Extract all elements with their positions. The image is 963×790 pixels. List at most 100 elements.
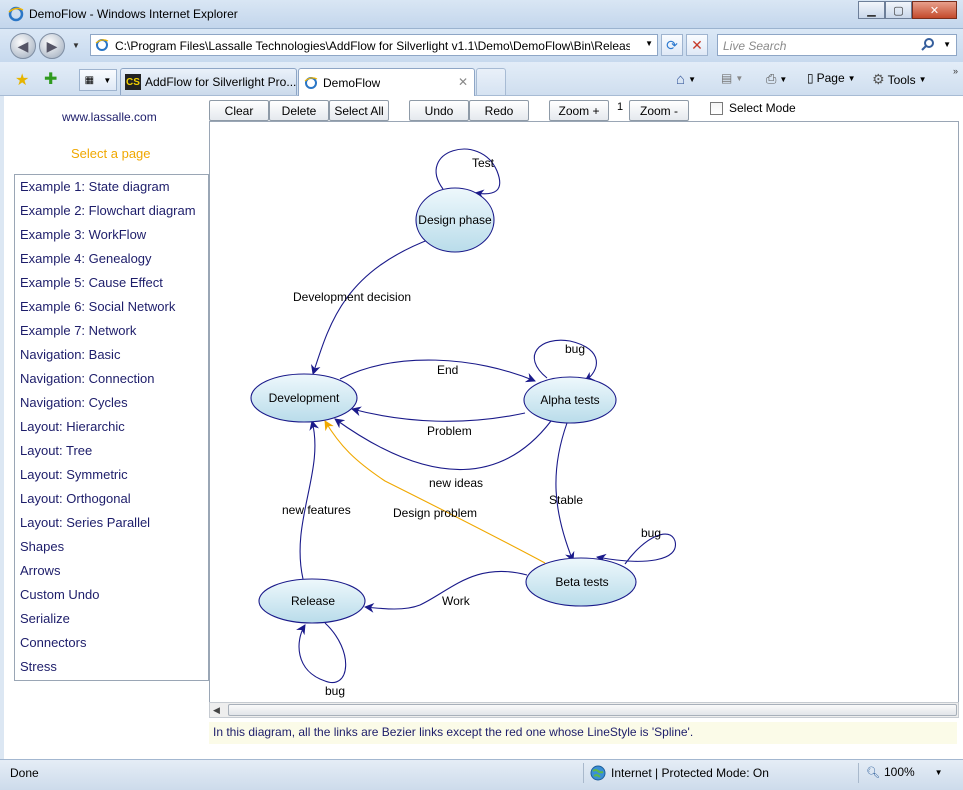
menu-item-example-6[interactable]: Example 6: Social Network bbox=[20, 299, 176, 314]
menu-item-shapes[interactable]: Shapes bbox=[20, 539, 65, 554]
link-new-ideas[interactable] bbox=[334, 418, 552, 471]
quick-tabs-button[interactable]: ▦ ▼ bbox=[79, 69, 117, 91]
info-text: In this diagram, all the links are Bezie… bbox=[213, 725, 694, 739]
home-button[interactable]: ⌂▼ bbox=[676, 71, 696, 88]
add-favorite-icon[interactable]: ✚ bbox=[44, 71, 58, 88]
history-dropdown-icon[interactable]: ▼ bbox=[72, 41, 80, 50]
address-dropdown-icon[interactable]: ▼ bbox=[645, 39, 653, 48]
link-bug-release[interactable] bbox=[296, 622, 347, 684]
back-button[interactable]: ◀ bbox=[10, 33, 36, 59]
link-development-decision[interactable] bbox=[311, 237, 434, 375]
redo-button[interactable]: Redo bbox=[469, 100, 529, 121]
new-tab-button[interactable] bbox=[476, 68, 506, 95]
search-options-dropdown-icon[interactable]: ▼ bbox=[943, 40, 951, 49]
menu-item-connectors[interactable]: Connectors bbox=[20, 635, 87, 650]
security-zone-label: Internet | Protected Mode: On bbox=[611, 766, 769, 780]
node-design-phase[interactable] bbox=[415, 187, 495, 253]
link-design-problem-spline[interactable] bbox=[324, 420, 546, 564]
link-label-test: Test bbox=[472, 156, 495, 170]
state-diagram[interactable]: Design phase Development Alpha tests Bet… bbox=[210, 122, 960, 706]
security-zone[interactable]: Internet | Protected Mode: On bbox=[590, 765, 769, 781]
print-button[interactable]: ⎙▼ bbox=[766, 71, 787, 87]
menu-item-layout-hierarchic[interactable]: Layout: Hierarchic bbox=[20, 419, 125, 434]
menu-item-example-4[interactable]: Example 4: Genealogy bbox=[20, 251, 152, 266]
link-bug-alpha[interactable] bbox=[533, 339, 597, 382]
link-bug-beta[interactable] bbox=[596, 533, 676, 565]
search-icon[interactable] bbox=[920, 37, 936, 53]
address-bar[interactable]: C:\Program Files\Lassalle Technologies\A… bbox=[90, 34, 658, 56]
node-development[interactable] bbox=[250, 373, 358, 423]
undo-button[interactable]: Undo bbox=[409, 100, 469, 121]
menu-item-layout-series-parallel[interactable]: Layout: Series Parallel bbox=[20, 515, 151, 530]
link-label-new-features: new features bbox=[282, 503, 351, 517]
menu-item-stress[interactable]: Stress bbox=[20, 659, 57, 674]
select-mode-checkbox[interactable] bbox=[710, 101, 723, 115]
select-all-button[interactable]: Select All bbox=[329, 100, 389, 121]
status-text: Done bbox=[10, 766, 39, 780]
globe-icon bbox=[590, 765, 606, 781]
tab-addflow[interactable]: CS AddFlow for Silverlight Pro... bbox=[120, 68, 297, 95]
print-dropdown-icon: ▼ bbox=[779, 74, 788, 84]
menu-item-navigation-cycles[interactable]: Navigation: Cycles bbox=[20, 395, 128, 410]
link-work[interactable] bbox=[364, 570, 528, 613]
close-window-button[interactable]: ✕ bbox=[912, 1, 957, 19]
page-menu-button[interactable]: ▯ Page ▼ bbox=[807, 71, 856, 85]
tools-menu-button[interactable]: ⚙ Tools ▼ bbox=[872, 71, 927, 88]
node-alpha-tests[interactable] bbox=[523, 376, 617, 424]
feeds-button[interactable]: ▤▼ bbox=[721, 71, 743, 85]
forward-button[interactable]: ▶ bbox=[39, 33, 65, 59]
home-icon: ⌂ bbox=[676, 71, 686, 88]
close-tab-icon[interactable]: ✕ bbox=[457, 75, 468, 89]
stop-button[interactable]: ✕ bbox=[686, 34, 708, 56]
menu-item-navigation-connection[interactable]: Navigation: Connection bbox=[20, 371, 155, 386]
link-problem[interactable] bbox=[351, 406, 526, 422]
refresh-button[interactable]: ⟳ bbox=[661, 34, 683, 56]
maximize-icon: ▢ bbox=[893, 4, 904, 17]
menu-item-layout-tree[interactable]: Layout: Tree bbox=[20, 443, 93, 458]
menu-item-example-7[interactable]: Example 7: Network bbox=[20, 323, 137, 338]
link-label-problem: Problem bbox=[427, 424, 472, 438]
select-mode-label: Select Mode bbox=[729, 101, 796, 115]
link-test[interactable] bbox=[435, 148, 501, 200]
tab-demoflow[interactable]: DemoFlow ✕ bbox=[298, 68, 475, 96]
menu-item-example-5[interactable]: Example 5: Cause Effect bbox=[20, 275, 163, 290]
menu-item-layout-symmetric[interactable]: Layout: Symmetric bbox=[20, 467, 128, 482]
menu-item-custom-undo[interactable]: Custom Undo bbox=[20, 587, 100, 602]
menu-item-example-3[interactable]: Example 3: WorkFlow bbox=[20, 227, 147, 242]
select-mode-toggle[interactable]: Select Mode bbox=[710, 101, 796, 115]
tab-bar: ★ ✚ ▦ ▼ CS AddFlow for Silverlight Pro..… bbox=[0, 62, 963, 96]
scroll-left-icon[interactable]: ◀ bbox=[213, 705, 220, 715]
scroll-thumb[interactable] bbox=[228, 704, 957, 716]
diagram-canvas[interactable]: Design phase Development Alpha tests Bet… bbox=[209, 121, 959, 715]
link-end[interactable] bbox=[339, 359, 536, 383]
ie-logo-icon bbox=[8, 6, 24, 22]
horizontal-scrollbar[interactable]: ◀ bbox=[209, 702, 959, 718]
minimize-button[interactable]: ▁ bbox=[858, 1, 885, 19]
menu-item-example-1[interactable]: Example 1: State diagram bbox=[20, 179, 170, 194]
link-new-features[interactable] bbox=[299, 420, 320, 580]
search-box[interactable]: Live Search ▼ bbox=[717, 34, 957, 56]
site-link[interactable]: www.lassalle.com bbox=[62, 110, 157, 124]
menu-item-arrows[interactable]: Arrows bbox=[20, 563, 61, 578]
menu-item-example-2[interactable]: Example 2: Flowchart diagram bbox=[20, 203, 196, 218]
chevron-more-icon[interactable]: » bbox=[952, 66, 958, 76]
minimize-icon: ▁ bbox=[867, 4, 876, 17]
tab-list-dropdown-icon: ▼ bbox=[103, 75, 112, 85]
zoom-level-button[interactable]: 🔍︎ 100% ▼ bbox=[866, 765, 943, 779]
menu-item-navigation-basic[interactable]: Navigation: Basic bbox=[20, 347, 121, 362]
window-controls: ▁ ▢ ✕ bbox=[858, 1, 957, 19]
node-release[interactable] bbox=[258, 578, 366, 624]
zoom-in-button[interactable]: Zoom + bbox=[549, 100, 609, 121]
node-label-beta-tests: Beta tests bbox=[555, 575, 608, 589]
favorites-star-icon[interactable]: ★ bbox=[15, 72, 30, 89]
menu-item-serialize[interactable]: Serialize bbox=[20, 611, 70, 626]
clear-button[interactable]: Clear bbox=[209, 100, 269, 121]
menu-item-layout-orthogonal[interactable]: Layout: Orthogonal bbox=[20, 491, 131, 506]
maximize-button[interactable]: ▢ bbox=[885, 1, 912, 19]
delete-button[interactable]: Delete bbox=[269, 100, 329, 121]
zoom-out-button[interactable]: Zoom - bbox=[629, 100, 689, 121]
link-stable[interactable] bbox=[555, 422, 575, 562]
forward-arrow-icon: ▶ bbox=[46, 37, 58, 54]
address-url[interactable]: C:\Program Files\Lassalle Technologies\A… bbox=[115, 39, 630, 53]
node-beta-tests[interactable] bbox=[525, 557, 637, 607]
